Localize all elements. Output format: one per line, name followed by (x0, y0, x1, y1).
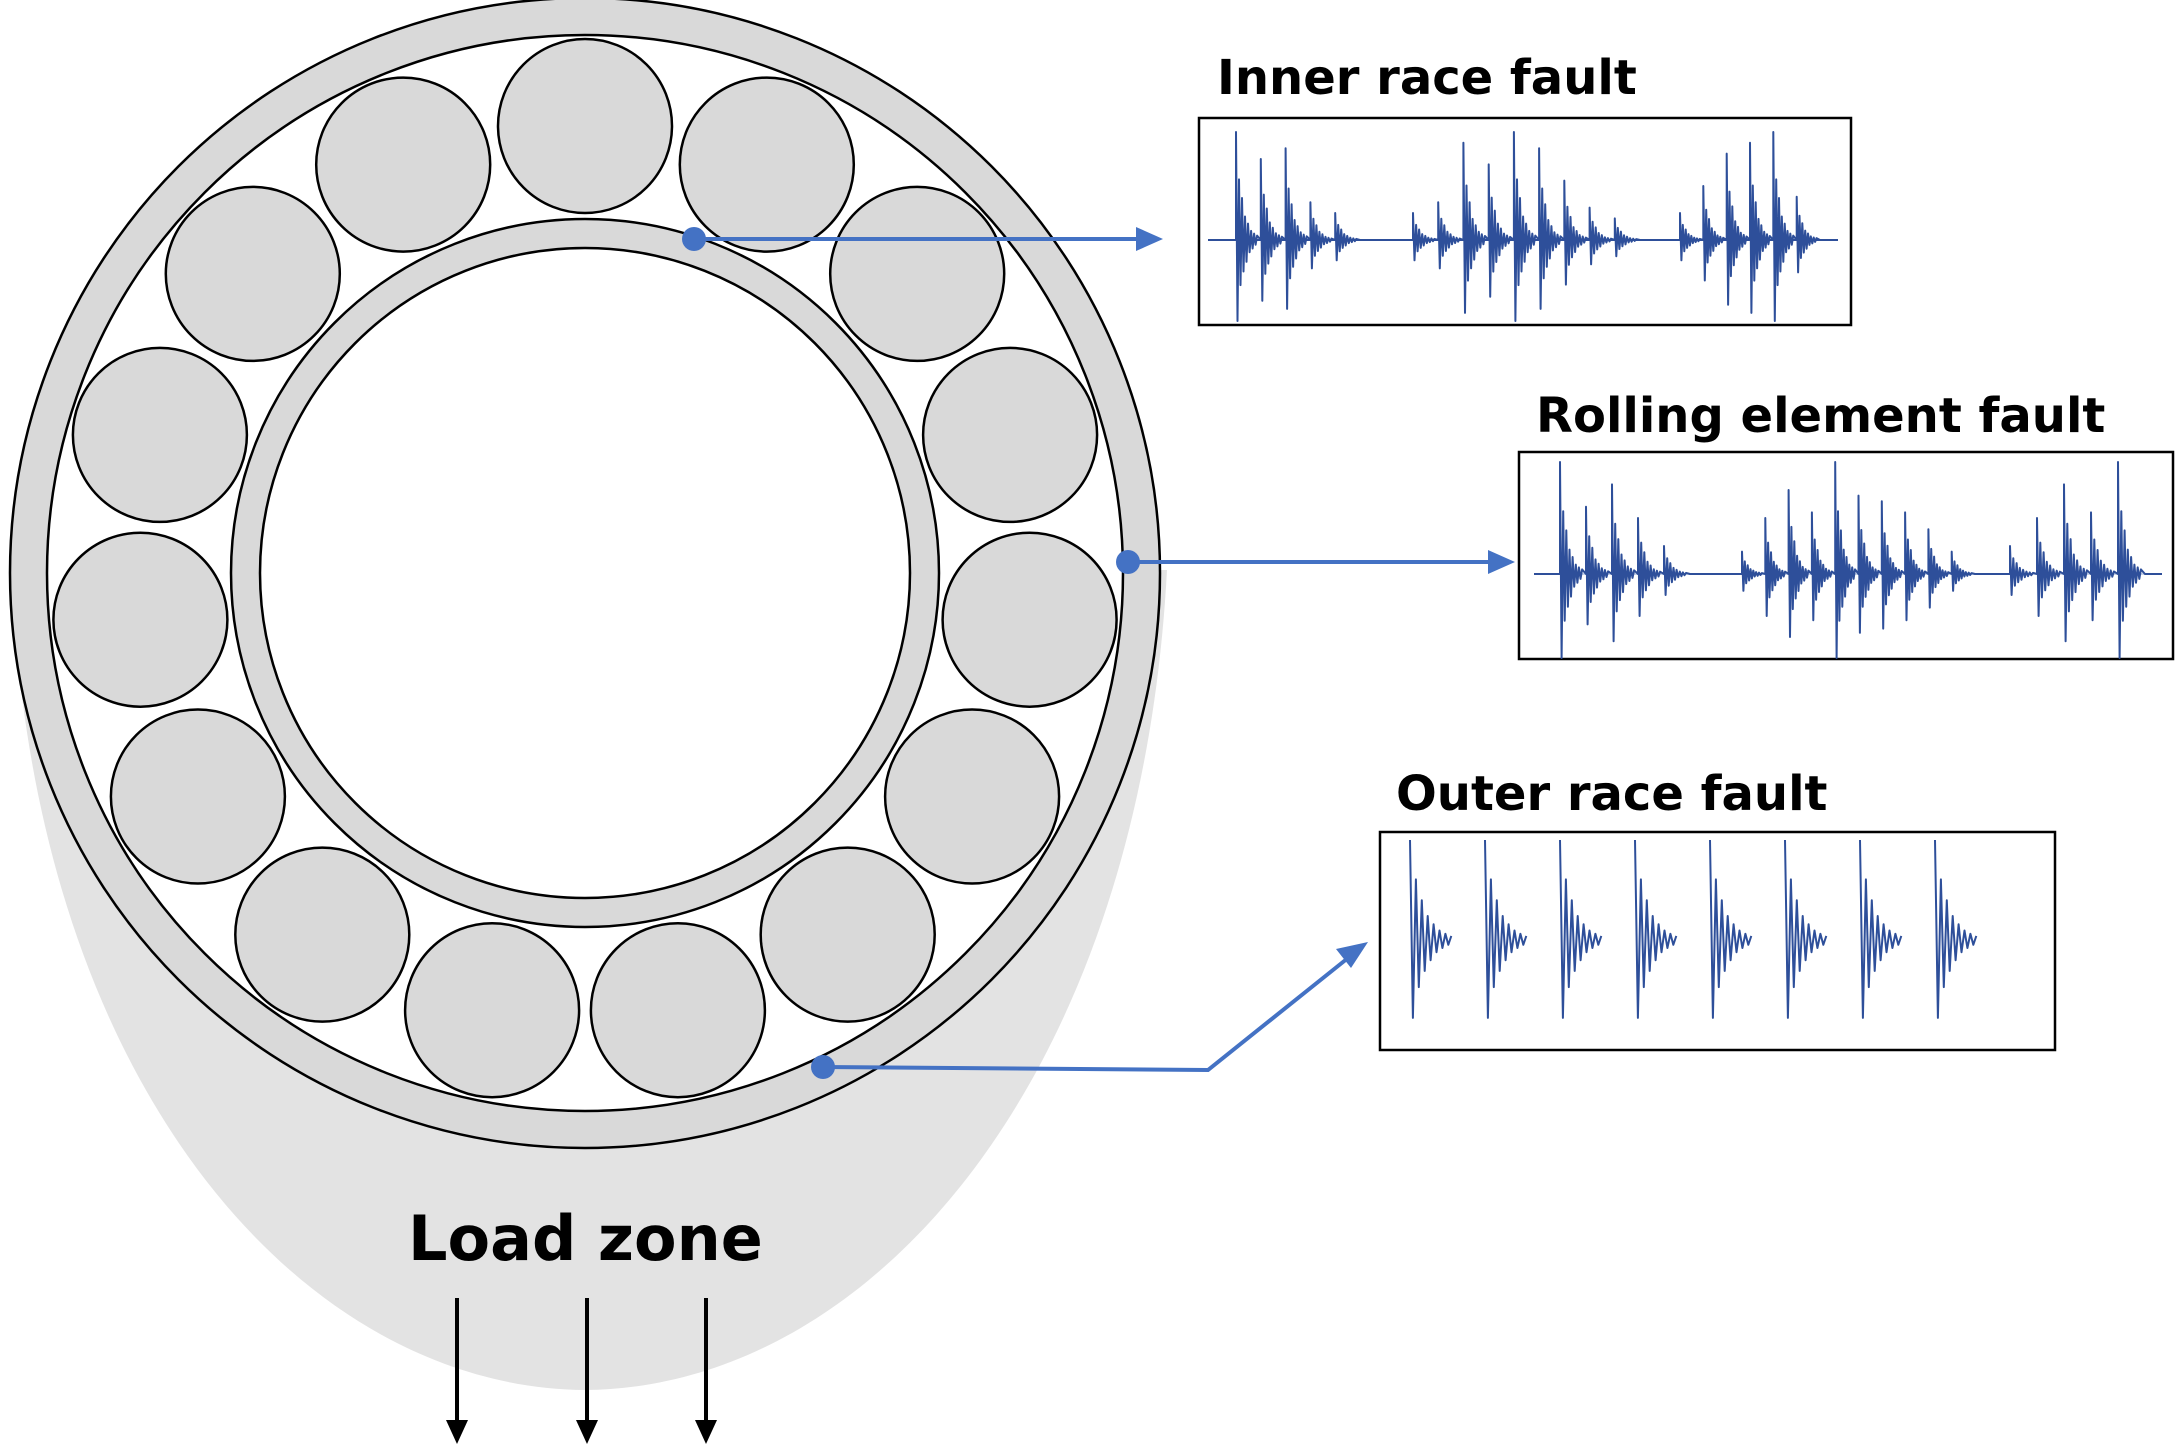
inner-race-waveform-trace (1208, 131, 1838, 322)
load-zone-label: Load zone (408, 1202, 763, 1275)
rolling-element (109, 708, 287, 885)
rolling-element (883, 708, 1061, 885)
rolling-element (496, 37, 674, 215)
load-arrow (695, 1298, 717, 1444)
outer-race-burst (1709, 839, 1753, 1019)
outer-race-burst (1409, 839, 1453, 1019)
connector-outer (811, 942, 1368, 1079)
rolling-element (71, 346, 249, 524)
rolling-element-waveform-trace (1534, 461, 2162, 659)
connector-rolling-arrowhead (1488, 550, 1515, 574)
rolling-element (921, 346, 1099, 524)
load-arrows (446, 1298, 717, 1444)
inner-race-waveform (1208, 131, 1838, 322)
load-arrow (576, 1298, 598, 1444)
rolling-element (52, 531, 229, 708)
connector-rolling (1116, 550, 1515, 574)
rolling-element (589, 921, 767, 1099)
outer-race-burst (1634, 839, 1678, 1019)
inner-race-fault-title: Inner race fault (1217, 50, 1637, 106)
inner-race-signal-box (1197, 116, 1853, 327)
outer-race-fault-title: Outer race fault (1396, 766, 1828, 822)
rolling-element (759, 846, 936, 1023)
outer-race-signal-box (1378, 830, 2057, 1052)
rolling-element (678, 76, 856, 253)
connector-outer-arrowhead (1336, 942, 1368, 968)
rolling-element (941, 531, 1118, 708)
connector-inner-arrowhead (1136, 227, 1163, 251)
outer-race-burst (1934, 839, 1978, 1019)
rolling-element (234, 846, 411, 1023)
rolling-element (403, 921, 581, 1099)
outer-race-burst (1859, 839, 1903, 1019)
outer-race-burst (1784, 839, 1828, 1019)
rolling-elements (52, 37, 1118, 1099)
rolling-element (314, 76, 492, 253)
rolling-element-fault-title: Rolling element fault (1536, 388, 2106, 444)
outer-race-burst (1559, 839, 1603, 1019)
rolling-element-waveform (1534, 461, 2162, 659)
outer-race-burst (1484, 839, 1528, 1019)
rolling-element-signal-box (1517, 450, 2175, 661)
rolling-element (164, 185, 342, 363)
connector-inner (682, 227, 1163, 251)
bore (258, 246, 912, 900)
rolling-element (828, 185, 1006, 363)
load-arrow (446, 1298, 468, 1444)
outer-race-waveform (1409, 839, 1978, 1019)
